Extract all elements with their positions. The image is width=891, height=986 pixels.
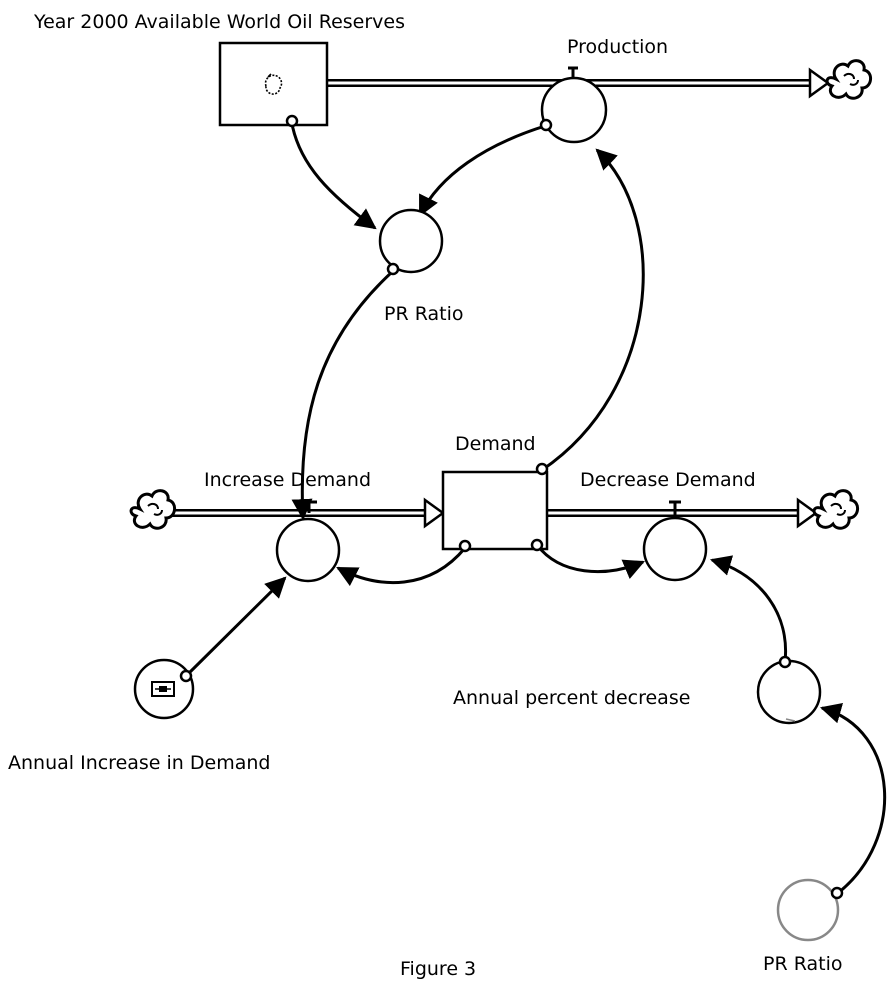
connector-origin (778, 655, 792, 669)
decrease-demand-valve (642, 516, 708, 582)
annual-increase-label: Annual Increase in Demand (8, 752, 270, 774)
cloud-sink-icon (812, 489, 859, 530)
connector-arrow (535, 544, 645, 580)
reserves-stock-label: Year 2000 Available World Oil Reserves (33, 11, 405, 33)
connector-arrow (185, 576, 287, 677)
graph-icon (151, 681, 175, 697)
connector-arrow (709, 555, 788, 663)
pr-ratio-ghost-converter (776, 878, 840, 942)
demand-stock-label: Demand (455, 433, 536, 455)
pr-ratio-label: PR Ratio (384, 303, 463, 325)
annual-percent-decrease-label: Annual percent decrease (453, 687, 690, 709)
annual-percent-decrease-converter (756, 659, 822, 725)
production-valve (540, 76, 608, 144)
decrease-demand-flow-label: Decrease Demand (580, 469, 756, 491)
connector-arrow (418, 124, 546, 217)
pr-ratio-ghost-label: PR Ratio (763, 953, 842, 975)
connector-origin (830, 886, 844, 900)
increase-demand-flow-label: Increase Demand (204, 469, 371, 491)
connector-arrow (291, 270, 394, 521)
connector-origin (458, 539, 472, 553)
connector-origin (535, 462, 549, 476)
cloud-source-icon (129, 489, 176, 530)
connector-origin (179, 669, 193, 683)
connector-arrow (819, 703, 887, 895)
pr-ratio-converter (378, 208, 444, 274)
cloud-sink-icon (825, 59, 872, 100)
connector-origin (539, 118, 553, 132)
connector-origin (530, 538, 544, 552)
demand-stock (441, 470, 549, 551)
reserves-stock (218, 41, 329, 127)
connector-arrow (336, 547, 467, 587)
connector-arrow (290, 123, 377, 230)
connector-arrow (541, 148, 645, 472)
connector-origin (285, 114, 299, 128)
annual-increase-converter (133, 658, 195, 720)
decrease-demand-flow-pipe (548, 497, 819, 529)
production-flow-label: Production (567, 36, 668, 58)
increase-demand-valve (275, 517, 341, 583)
figure-caption: Figure 3 (400, 958, 476, 980)
cycle-icon (264, 73, 283, 95)
connector-origin (386, 262, 400, 276)
